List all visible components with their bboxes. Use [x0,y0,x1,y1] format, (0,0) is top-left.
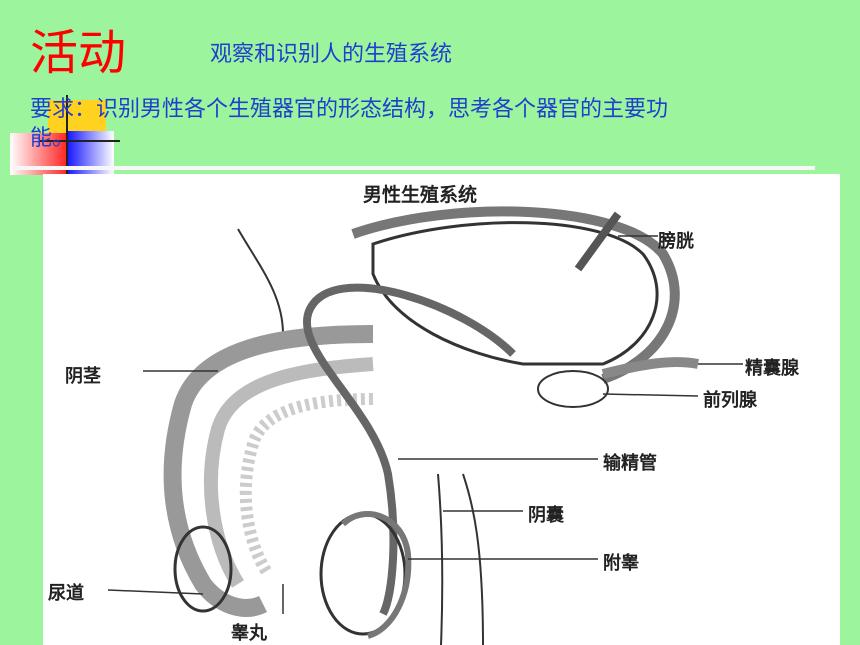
requirement-text: 要求：识别男性各个生殖器官的形态结构，思考各个器官的主要功能。 [30,97,669,151]
penis-shaft [163,325,374,617]
bladder-wall [351,206,680,384]
label-scrotum: 阴囊 [528,505,564,526]
epididymis-shape [340,511,412,639]
spongy-tissue [239,393,374,578]
thigh-outline [462,473,484,645]
label-testis: 睾丸 [231,623,267,644]
deco-line-vertical [66,95,68,175]
leader-urethra [107,589,204,595]
label-seminal-vesicle: 精囊腺 [745,358,799,379]
slide-title: 活动 [30,25,127,81]
label-bladder: 膀胱 [658,231,694,252]
label-prostate: 前列腺 [703,390,757,411]
label-urethra: 尿道 [48,583,84,604]
anatomy-drawing [107,206,743,645]
body-outline [237,228,284,335]
slide-subtitle: 观察和识别人的生殖系统 [210,42,453,67]
prostate-shape [537,370,609,408]
seminal-vesicle-shape [601,357,699,379]
penis-inner [203,357,374,588]
divider [15,166,815,170]
label-penis: 阴茎 [65,366,101,387]
vas-deferens-path [303,283,516,616]
deco-line-horizontal [40,140,120,142]
leg-outline [437,473,444,645]
glans-shape [173,525,233,613]
ureter-tube [574,211,622,272]
label-epididymis: 附睾 [603,553,639,574]
anatomy-figure: 男性生殖系统 膀胱 阴茎 精囊腺 前列腺 输精管 阴囊 附睾 尿道 睾丸 [43,174,840,645]
label-vas-deferens: 输精管 [603,453,657,474]
leader-prostate [602,393,699,397]
bladder-shape [371,221,659,366]
figure-title: 男性生殖系统 [363,184,478,206]
